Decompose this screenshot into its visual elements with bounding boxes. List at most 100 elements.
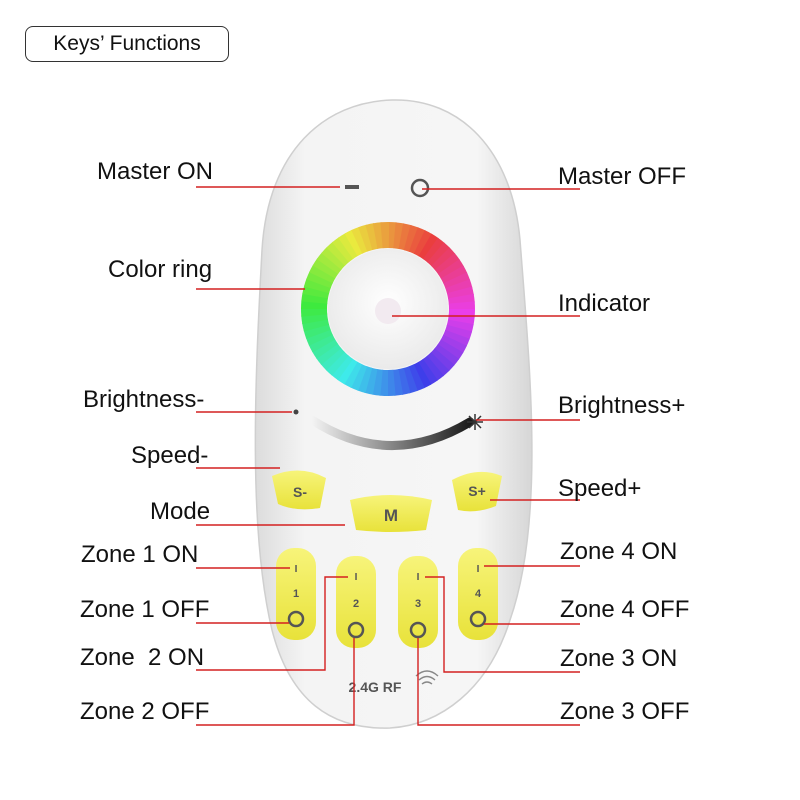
mode-key-label: M: [384, 506, 398, 525]
zone-2-on-mark: I: [355, 572, 358, 583]
zone-2-off-icon: [347, 621, 365, 639]
zone-1-on-mark: I: [295, 564, 298, 575]
color-ring-segment: [426, 352, 450, 377]
color-ring-segment: [408, 227, 426, 255]
speed-minus-key[interactable]: [272, 470, 326, 510]
color-ring-segment: [393, 222, 405, 250]
zone-4-on-mark: I: [477, 564, 480, 575]
label-zone2-off: Zone 2 OFF: [80, 698, 210, 725]
color-ring-segment: [305, 328, 333, 346]
leader-zone2-off: [196, 638, 355, 726]
label-zone3-off: Zone 3 OFF: [560, 698, 690, 725]
zone-1-off-icon: [287, 610, 305, 628]
zone-4-off-icon: [469, 610, 487, 628]
color-ring-segment: [343, 361, 363, 388]
zone-3-key[interactable]: I 3: [398, 556, 438, 648]
zone-1-key[interactable]: I 1: [276, 548, 316, 640]
color-ring-segment: [303, 323, 331, 339]
label-brightness-minus: Brightness-: [83, 386, 205, 413]
zone-4-key[interactable]: I 4: [458, 548, 498, 640]
color-ring[interactable]: [300, 221, 476, 397]
zone-2-number: 2: [353, 598, 359, 610]
color-ring-segment: [316, 343, 342, 365]
color-ring-segment: [306, 271, 334, 289]
color-ring-segment: [357, 365, 373, 394]
color-ring-segment: [427, 242, 451, 267]
color-ring-segment: [407, 364, 425, 392]
color-ring-segment: [332, 237, 354, 263]
color-ring-segment: [402, 366, 418, 394]
color-ring-segment: [403, 224, 419, 253]
color-ring-segment: [321, 246, 346, 270]
label-indicator: Indicator: [558, 290, 651, 317]
color-ring-segment: [331, 355, 354, 381]
color-ring-segment: [440, 265, 468, 285]
label-color-ring: Color ring: [108, 256, 213, 283]
color-ring-segment: [448, 293, 475, 305]
label-zone3-on: Zone 3 ON: [560, 645, 678, 672]
color-ring-segment: [337, 358, 358, 385]
zone-3-on-mark: I: [417, 572, 420, 583]
label-zone1-on: Zone 1 ON: [81, 541, 199, 568]
color-ring-segment: [445, 279, 473, 295]
color-ring-segment: [437, 339, 464, 360]
color-ring-segment: [392, 369, 404, 396]
color-ring-segment: [312, 258, 339, 279]
color-ring-segment: [338, 233, 359, 260]
brightness-plus-icon: [467, 414, 483, 430]
zone-3-number: 3: [415, 598, 421, 610]
color-ring-segment: [430, 348, 455, 372]
color-ring-segment: [358, 224, 374, 252]
title-box: Keys’ Functions: [25, 26, 229, 62]
zone-1-number: 1: [293, 588, 299, 600]
color-ring-segment: [309, 264, 336, 284]
speed-plus-key[interactable]: [452, 471, 502, 512]
brightness-slider[interactable]: [307, 415, 475, 450]
color-ring-segment: [412, 361, 432, 389]
rf-brand-text: 2.4G RF: [349, 679, 402, 695]
speed-minus-key-label: S-: [293, 484, 307, 500]
label-zone4-off: Zone 4 OFF: [560, 596, 690, 623]
speed-plus-key-label: S+: [468, 483, 486, 499]
color-ring-segment: [418, 233, 439, 260]
color-ring-segment: [444, 324, 473, 340]
master-on-key[interactable]: [345, 185, 359, 189]
label-brightness-plus: Brightness+: [558, 392, 686, 419]
indicator-light: [375, 298, 401, 324]
zone-2-key[interactable]: I 2: [336, 556, 376, 648]
label-master-on: Master ON: [97, 158, 214, 185]
color-ring-segment: [440, 334, 467, 354]
color-ring-segment: [446, 319, 474, 333]
color-ring-segment: [437, 259, 464, 280]
label-zone4-on: Zone 4 ON: [560, 538, 678, 565]
color-ring-segment: [434, 253, 460, 275]
color-ring-segment: [442, 329, 470, 347]
color-ring-segment: [398, 223, 412, 251]
mode-key[interactable]: [350, 495, 432, 532]
color-ring-segment: [320, 347, 345, 371]
color-ring-segment: [371, 368, 383, 396]
color-ring-segment: [301, 313, 328, 325]
leader-zone3-off: [417, 638, 580, 726]
color-ring-segment: [443, 272, 471, 290]
color-ring-segment: [434, 343, 460, 366]
leader-zone2-on: [196, 576, 348, 671]
color-ring-segment: [372, 222, 384, 249]
title: Keys’ Functions: [53, 32, 201, 55]
color-ring-segment: [316, 252, 342, 275]
label-speed-plus: Speed+: [558, 475, 642, 502]
color-ring-segment: [312, 338, 339, 359]
color-ring-segment: [302, 318, 330, 332]
master-off-key[interactable]: [410, 178, 430, 198]
label-zone1-off: Zone 1 OFF: [80, 596, 210, 623]
color-ring-segment: [364, 367, 378, 395]
leader-zone3-on: [425, 576, 580, 673]
color-ring-segment: [302, 285, 330, 299]
color-ring-segment: [431, 247, 456, 271]
zone-3-off-icon: [409, 621, 427, 639]
label-zone2-on: Zone 2 ON: [80, 644, 205, 671]
leader-lines: [196, 186, 580, 726]
color-ring-segment: [397, 367, 411, 395]
color-ring-segment: [301, 292, 329, 304]
